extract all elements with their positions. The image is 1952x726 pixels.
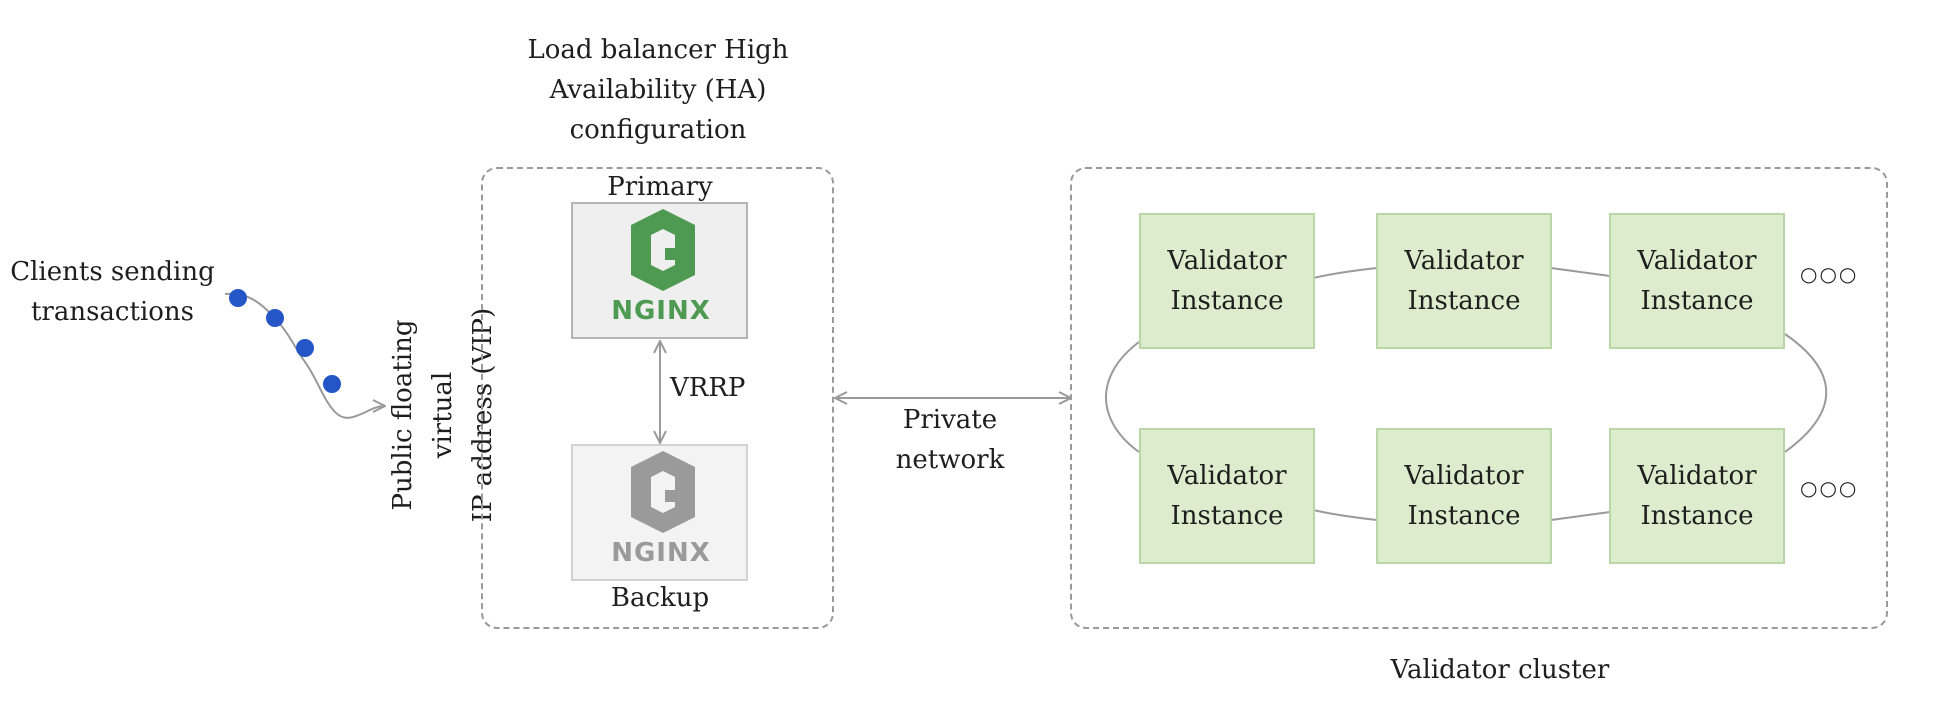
ha-container bbox=[481, 167, 834, 629]
transaction-dot bbox=[266, 309, 284, 327]
backup-label: Backup bbox=[610, 583, 710, 613]
primary-label: Primary bbox=[607, 172, 713, 202]
validator-instance: Validator Instance bbox=[1376, 213, 1552, 349]
validator-instance: Validator Instance bbox=[1609, 213, 1785, 349]
backup-load-balancer: NGINX bbox=[571, 444, 748, 581]
nginx-logo-icon: NGINX bbox=[611, 451, 711, 568]
validator-ring-bottom-2 bbox=[1550, 511, 1611, 521]
validator-ring-top-1 bbox=[1312, 267, 1378, 279]
nginx-logo-text: NGINX bbox=[611, 538, 711, 568]
validator-instance: Validator Instance bbox=[1139, 213, 1315, 349]
transaction-dot bbox=[323, 375, 341, 393]
private-network-label: Private network bbox=[895, 405, 1005, 475]
validator-instance: Validator Instance bbox=[1139, 428, 1315, 564]
validator-ring-right bbox=[1784, 333, 1828, 453]
clients-label: Clients sending transactions bbox=[10, 257, 215, 327]
more-validators-ellipsis: ○○○ bbox=[1800, 476, 1859, 500]
validator-cluster-label: Validator cluster bbox=[1390, 655, 1610, 685]
client-flow-curve bbox=[224, 292, 384, 419]
transaction-dot bbox=[296, 339, 314, 357]
nginx-logo-text: NGINX bbox=[611, 296, 711, 326]
validator-ring-bottom-1 bbox=[1312, 509, 1378, 521]
ha-config-title: Load balancer High Availability (HA) con… bbox=[527, 35, 789, 145]
vrrp-label: VRRP bbox=[670, 373, 746, 403]
validator-instance: Validator Instance bbox=[1376, 428, 1552, 564]
validator-ring-left bbox=[1105, 341, 1140, 453]
primary-load-balancer: NGINX bbox=[571, 202, 748, 339]
vip-label: Public floating virtual IP address (VIP) bbox=[388, 307, 498, 523]
nginx-logo-icon: NGINX bbox=[611, 209, 711, 326]
validator-instance: Validator Instance bbox=[1609, 428, 1785, 564]
validator-cluster-container bbox=[1070, 167, 1888, 629]
transaction-dot bbox=[229, 289, 247, 307]
more-validators-ellipsis: ○○○ bbox=[1800, 262, 1859, 286]
validator-ring-top-2 bbox=[1550, 267, 1611, 277]
